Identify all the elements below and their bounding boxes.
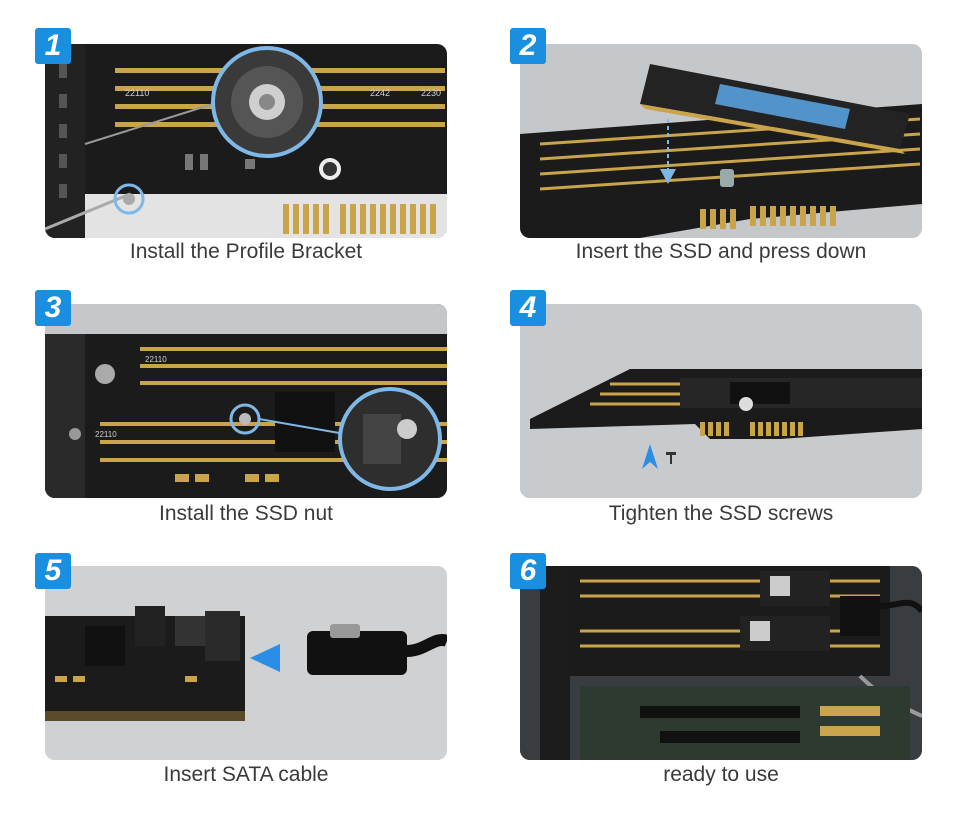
- step-number-badge: 5: [35, 553, 71, 589]
- step-4-photo: [520, 304, 922, 498]
- step-caption: Install the SSD nut: [159, 502, 333, 525]
- board-label: 22110: [125, 88, 149, 98]
- installed-card-illustration: [520, 566, 922, 760]
- step-2-photo: [520, 44, 922, 238]
- step-caption: Install the Profile Bracket: [129, 240, 363, 263]
- step-number-badge: 3: [35, 290, 71, 326]
- step-6-photo: [520, 566, 922, 760]
- board-label: 22110: [145, 355, 167, 364]
- step-number-badge: 2: [510, 28, 546, 64]
- step-1-photo: 22110 2242 2230: [45, 44, 447, 238]
- step-caption: Tighten the SSD screws: [608, 502, 834, 525]
- bracket-install-illustration: 22110 2242 2230: [45, 44, 447, 238]
- step-caption: Insert SATA cable: [163, 763, 329, 786]
- step-caption: Insert the SSD and press down: [575, 240, 867, 263]
- step-number-badge: 4: [510, 290, 546, 326]
- step-3-photo: 22110 22110: [45, 304, 447, 498]
- step-number-badge: 6: [510, 553, 546, 589]
- ssd-screw-illustration: [520, 304, 922, 498]
- board-label: 2230: [421, 88, 441, 98]
- step-caption: ready to use: [663, 763, 779, 786]
- board-label: 22110: [95, 430, 117, 439]
- ssd-insert-illustration: [520, 44, 922, 238]
- ssd-nut-illustration: 22110 22110: [45, 304, 447, 498]
- board-label: 2242: [370, 88, 390, 98]
- step-5-photo: [45, 566, 447, 760]
- step-number-badge: 1: [35, 28, 71, 64]
- sata-cable-illustration: [45, 566, 447, 760]
